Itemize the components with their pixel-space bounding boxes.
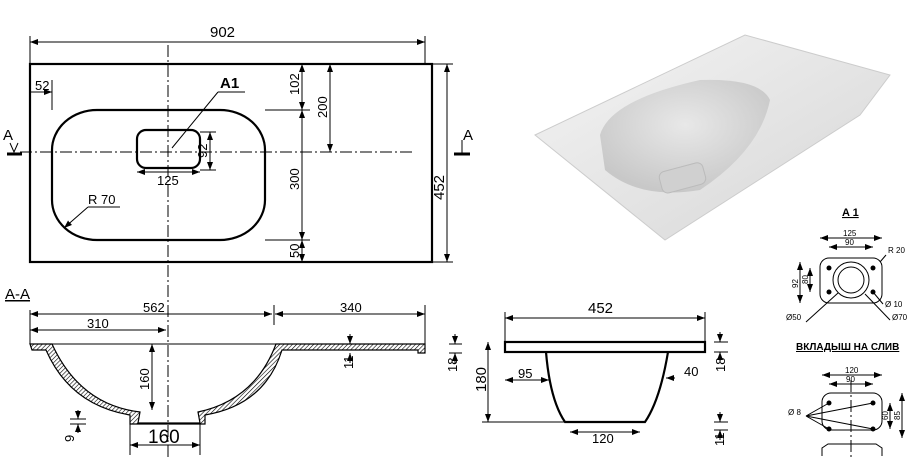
a1-inner-dimension: 90 bbox=[845, 238, 854, 247]
detail-a1: A 1 125 90 R 20 92 80 Ø 10 Ø50 Ø70 bbox=[786, 207, 908, 323]
top-margin-dimension: 102 bbox=[287, 73, 302, 95]
bottom-width-dimension: 160 bbox=[148, 427, 180, 448]
section-a-a: A-A 562 340 310 160 160 11 9 18 bbox=[5, 286, 462, 455]
a1-d50-label: Ø50 bbox=[786, 313, 802, 322]
a1-d70-label: Ø70 bbox=[892, 313, 908, 322]
drain-height-dimension: 92 bbox=[195, 144, 210, 158]
side-height-dimension: 180 bbox=[473, 367, 490, 392]
side-depth-dimension: 452 bbox=[588, 300, 613, 317]
a1-height-dimension: 92 bbox=[791, 279, 800, 288]
countertop-outline bbox=[28, 62, 434, 264]
center-dimension: 200 bbox=[315, 96, 330, 118]
insert-title: ВКЛАДЫШ НА СЛИВ bbox=[796, 342, 899, 353]
insert-outer-dimension: 120 bbox=[845, 366, 859, 375]
depth-dimension: 452 bbox=[431, 175, 448, 200]
width-dimension: 902 bbox=[210, 24, 235, 41]
bowl-outline bbox=[50, 108, 267, 242]
dim-40: 40 bbox=[684, 364, 698, 379]
rim-thickness-dimension: 11 bbox=[341, 356, 356, 370]
insert-hole-label: Ø 8 bbox=[788, 408, 801, 417]
left-offset-dimension: 52 bbox=[35, 78, 49, 93]
bowl-depth-dimension: 160 bbox=[137, 368, 152, 390]
corner-radius-label: R 70 bbox=[88, 192, 115, 207]
section-marker-left: A bbox=[3, 127, 13, 144]
a1-hole-label: Ø 10 bbox=[885, 300, 903, 309]
dim-562: 562 bbox=[143, 300, 165, 315]
insert-inner-dimension: 90 bbox=[846, 375, 855, 384]
side-edge-height-dimension: 18 bbox=[713, 358, 728, 372]
drain-width-dimension: 125 bbox=[157, 173, 179, 188]
dim-340: 340 bbox=[340, 300, 362, 315]
edge-height-dimension: 18 bbox=[445, 358, 460, 372]
bowl-dimension: 300 bbox=[287, 168, 302, 190]
drain-insert-detail: ВКЛАДЫШ НА СЛИВ 120 90 Ø 8 60 85 bbox=[788, 342, 905, 458]
a1-outer-dimension: 125 bbox=[843, 229, 857, 238]
sink-product-render bbox=[534, 34, 891, 241]
bottom-margin-dimension: 50 bbox=[287, 244, 302, 258]
a1-inner-height-dimension: 80 bbox=[801, 275, 810, 284]
side-bottom-thickness-dimension: 11 bbox=[712, 433, 727, 447]
section-marker-right: A bbox=[463, 127, 473, 144]
detail-a1-label: A1 bbox=[220, 75, 239, 92]
plan-view: 902 A A 52 A1 92 125 R 70 102 300 5 bbox=[3, 24, 473, 458]
dim-95: 95 bbox=[518, 366, 532, 381]
insert-height-dimension: 85 bbox=[893, 411, 902, 420]
dim-310: 310 bbox=[87, 316, 109, 331]
section-title: A-A bbox=[5, 286, 30, 303]
bottom-thickness-dimension: 9 bbox=[62, 435, 77, 442]
a1-radius-label: R 20 bbox=[888, 246, 905, 255]
side-view: 452 180 95 40 18 120 11 bbox=[473, 300, 728, 446]
detail-a1-title: A 1 bbox=[842, 207, 859, 219]
insert-inner-height-dimension: 60 bbox=[881, 411, 890, 420]
side-bottom-width-dimension: 120 bbox=[592, 431, 614, 446]
